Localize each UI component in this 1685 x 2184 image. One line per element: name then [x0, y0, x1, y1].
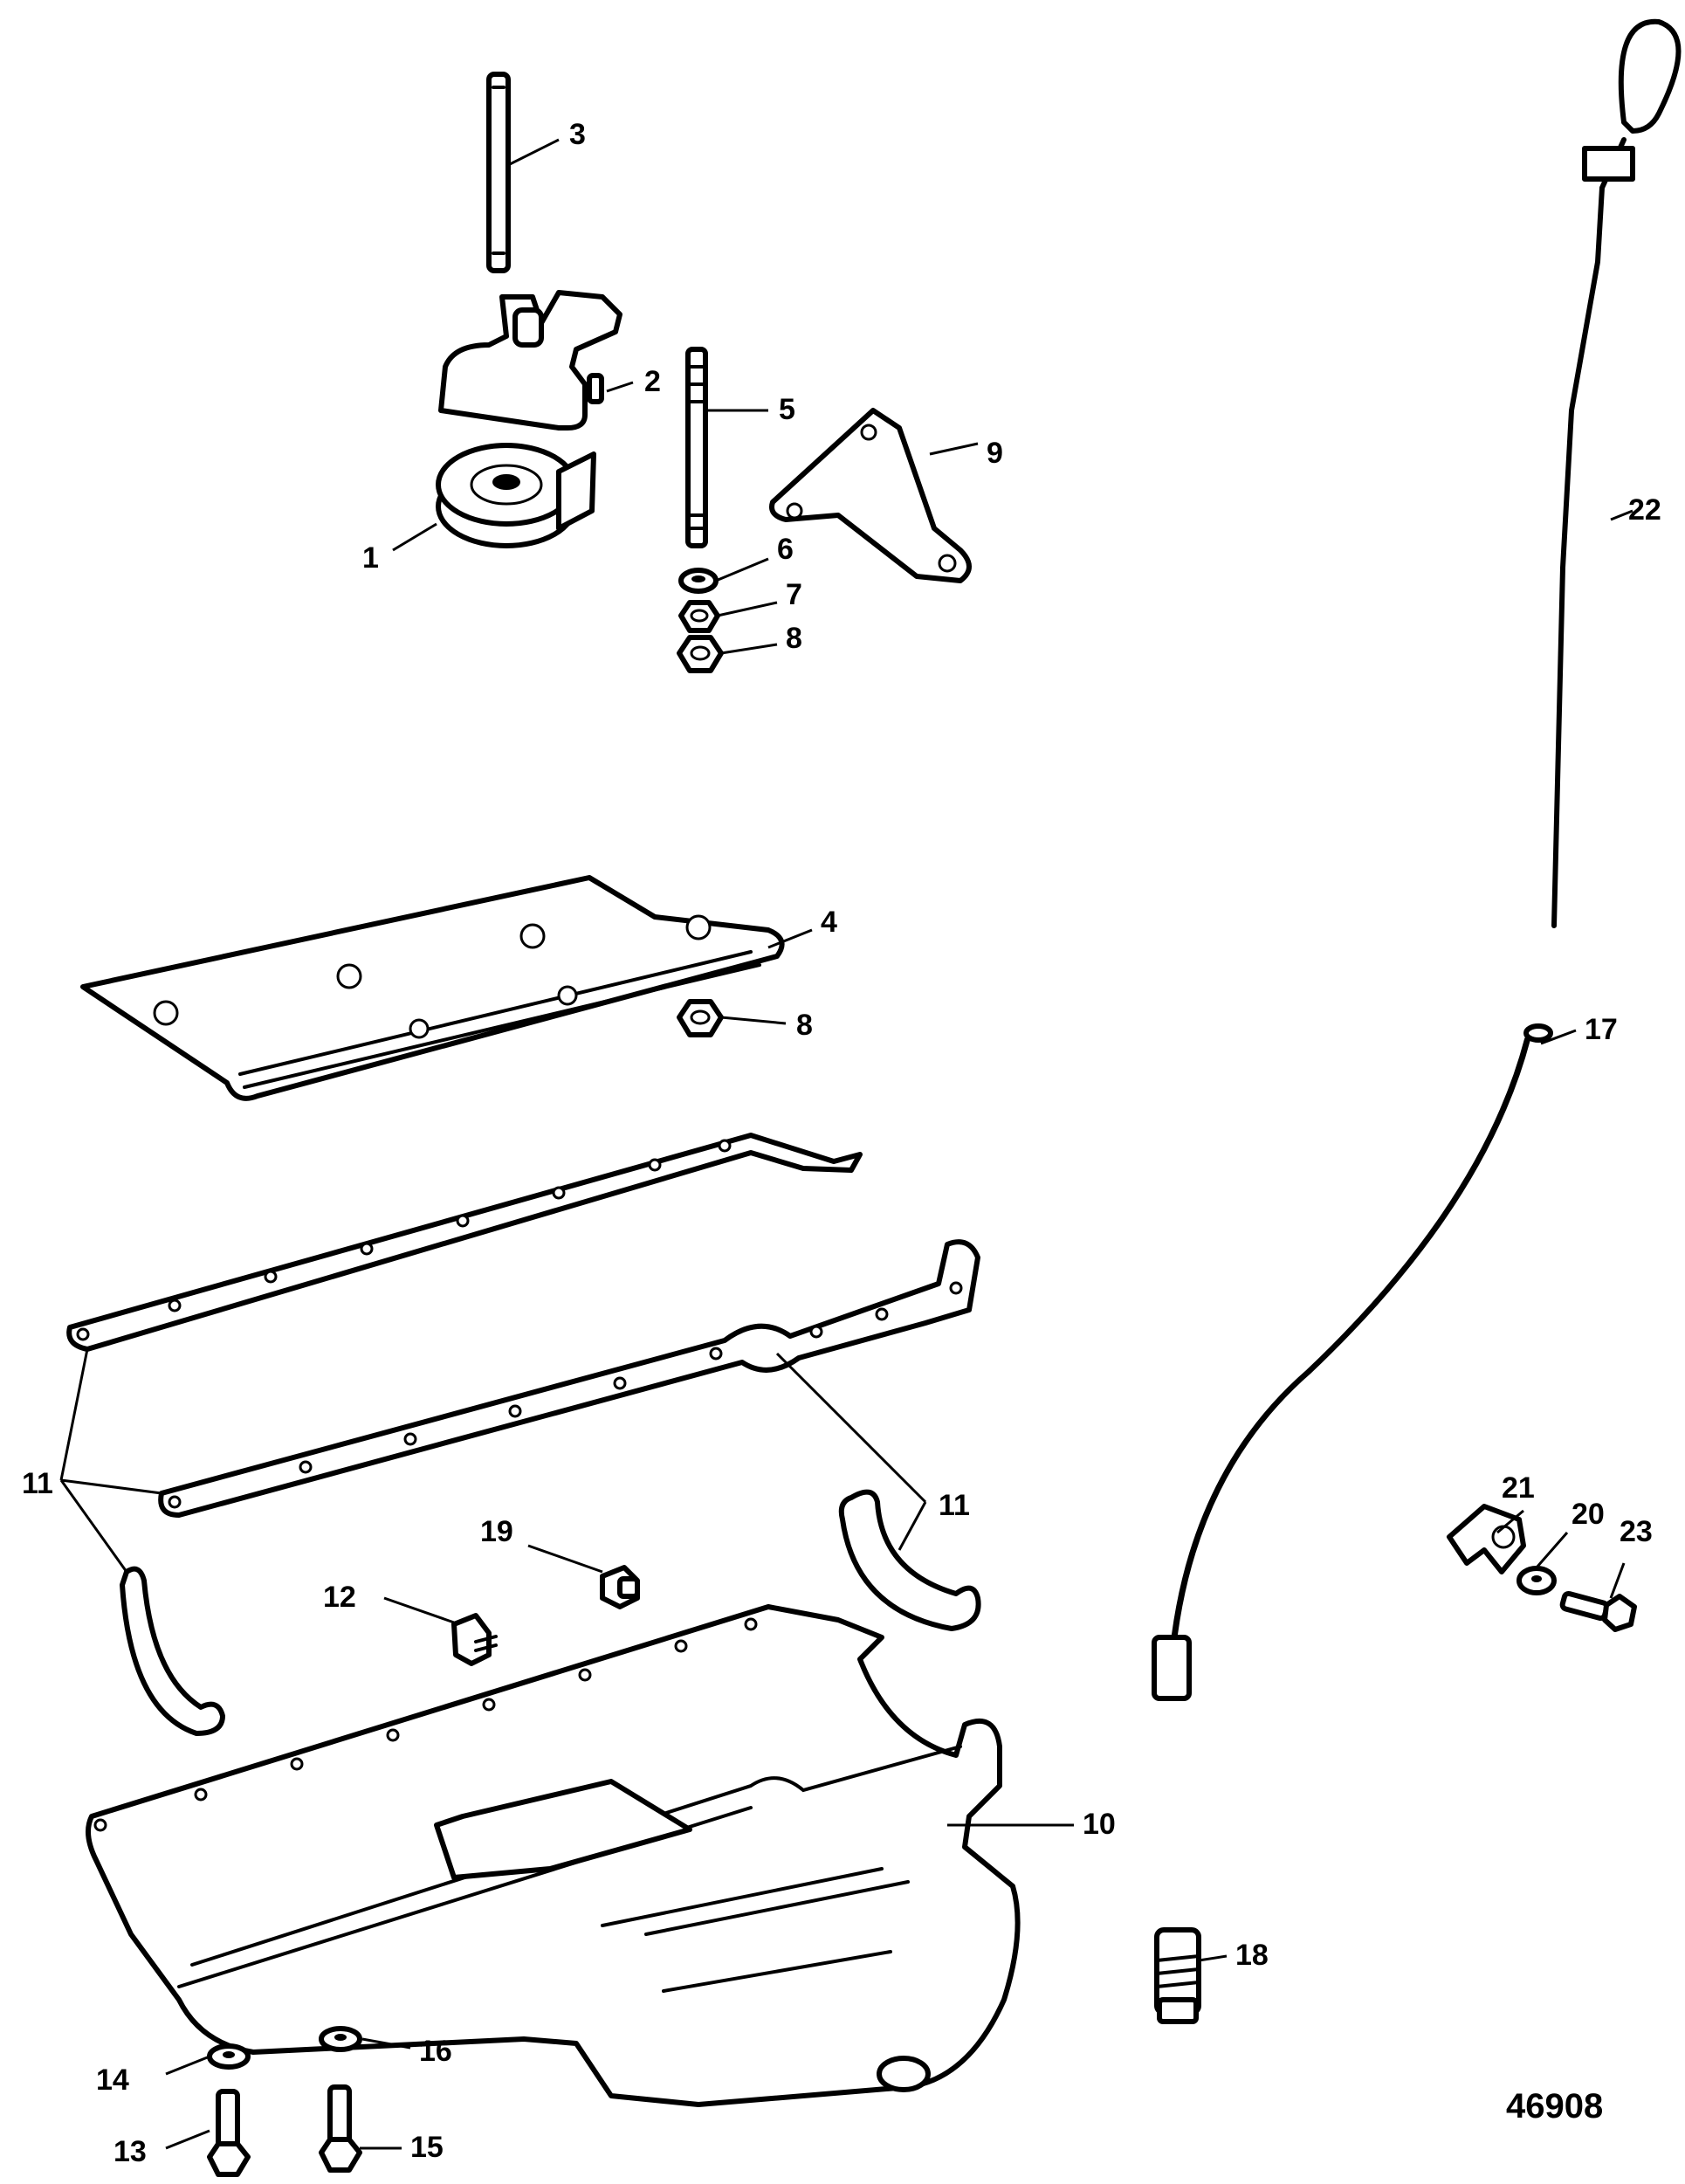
screw-23	[1559, 1590, 1637, 1632]
callout-8a: 8	[786, 622, 802, 655]
washer-6	[678, 568, 719, 594]
washer-20	[1516, 1566, 1557, 1595]
mounting-bracket	[769, 408, 972, 583]
callout-7: 7	[786, 578, 802, 611]
oil-pump-assembly	[436, 290, 622, 548]
callout-8b: 8	[796, 1009, 813, 1042]
callout-1: 1	[362, 541, 379, 575]
callout-15: 15	[410, 2131, 444, 2164]
callout-23: 23	[1620, 1515, 1653, 1548]
callout-12: 12	[323, 1581, 356, 1614]
dipstick-tube	[1152, 1023, 1553, 1701]
washer-14	[207, 2043, 251, 2070]
dipstick	[1551, 18, 1682, 928]
plug-12	[451, 1613, 498, 1666]
figure-number: 46908	[1506, 2087, 1603, 2125]
pan-gasket-lower	[158, 1239, 980, 1518]
pump-shaft	[486, 72, 511, 273]
front-seal	[120, 1566, 225, 1736]
callout-6: 6	[777, 533, 794, 566]
drain-fitting	[1154, 1927, 1201, 2024]
washer-16	[319, 2026, 362, 2052]
callout-2: 2	[644, 365, 661, 398]
callout-17: 17	[1585, 1013, 1618, 1046]
tube-clip	[1447, 1504, 1526, 1574]
nut-8b	[677, 999, 724, 1037]
callout-3: 3	[569, 118, 586, 151]
callout-18: 18	[1235, 1939, 1269, 1972]
nut-8a	[677, 635, 724, 673]
callout-20: 20	[1572, 1498, 1605, 1531]
callout-13: 13	[113, 2135, 147, 2168]
windage-tray	[80, 875, 785, 1101]
callout-22: 22	[1628, 493, 1661, 527]
oil-pan	[86, 1604, 1021, 2107]
bolt-13	[207, 2089, 251, 2177]
callout-4: 4	[821, 906, 837, 939]
leader-lines	[59, 138, 1633, 2150]
pan-gasket-upper	[66, 1133, 863, 1352]
callout-9: 9	[987, 437, 1003, 470]
bolt-15	[319, 2084, 362, 2173]
plug-19	[600, 1565, 640, 1609]
rear-seal	[838, 1489, 981, 1631]
nut-7	[678, 600, 720, 633]
callout-19: 19	[480, 1515, 513, 1548]
callout-5: 5	[779, 393, 795, 426]
stud	[685, 347, 708, 548]
callout-16: 16	[419, 2035, 452, 2068]
callout-labels: 1 2 3 4 5 6 7 8 8 9 10 11 11 12 13 14 15…	[22, 118, 1661, 2168]
callout-14: 14	[96, 2063, 129, 2097]
callout-10: 10	[1083, 1808, 1116, 1841]
callout-11a: 11	[22, 1467, 53, 1500]
pump-pin	[587, 373, 604, 404]
callout-11b: 11	[939, 1489, 970, 1522]
callout-21: 21	[1502, 1471, 1535, 1505]
